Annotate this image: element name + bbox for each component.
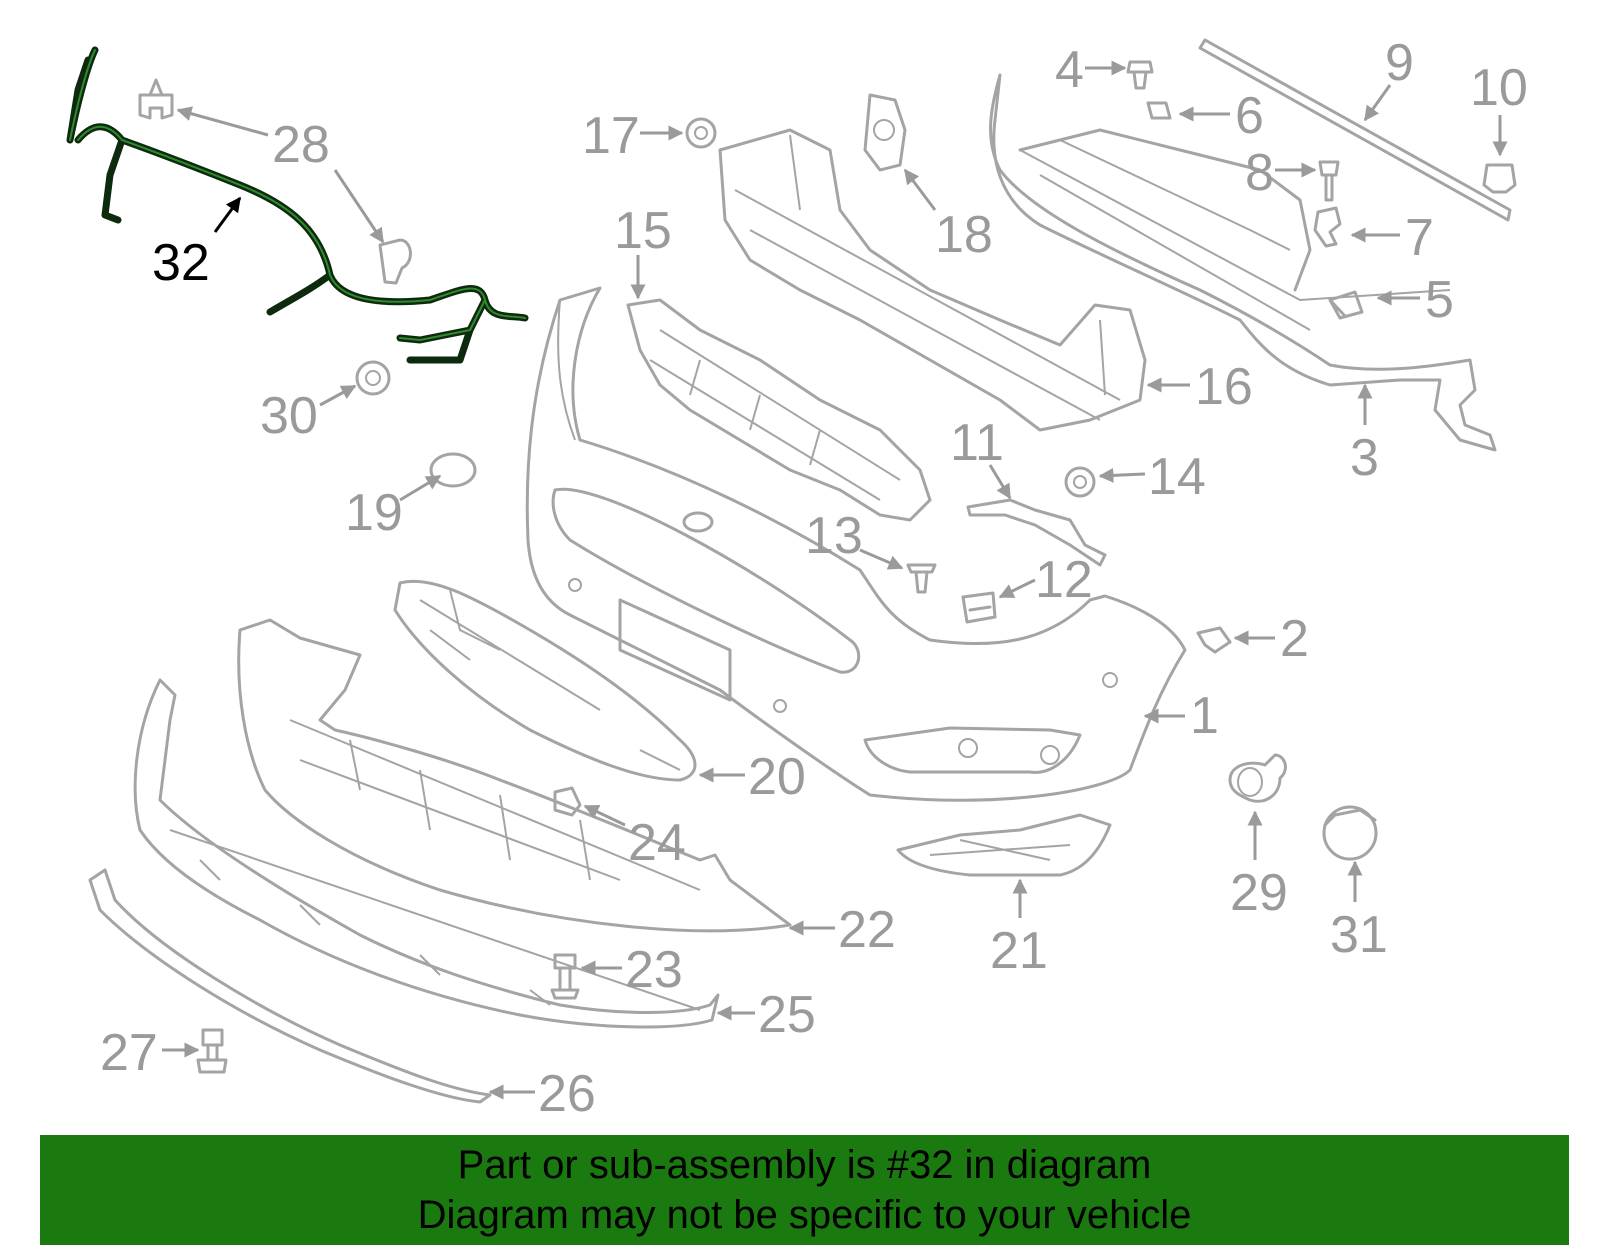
callout-30: 30: [260, 384, 357, 445]
bracket-part-11: [966, 498, 1107, 567]
callout-26: 26: [488, 1065, 596, 1123]
svg-text:16: 16: [1195, 358, 1253, 416]
callout-25: 25: [716, 986, 816, 1044]
callout-8: 8: [1245, 144, 1317, 202]
callout-16: 16: [1146, 358, 1253, 416]
strip-part-26: [88, 868, 492, 1104]
callout-10: 10: [1470, 59, 1528, 157]
clip-part-14: [1064, 466, 1096, 498]
svg-text:10: 10: [1470, 59, 1528, 117]
bolt-part-8: [1318, 160, 1340, 202]
callout-3: 3: [1350, 383, 1379, 487]
bumper-stop-part-10: [1482, 163, 1517, 194]
callout-14: 14: [1098, 448, 1206, 506]
pin-part-13: [906, 563, 937, 594]
svg-text:27: 27: [100, 1024, 158, 1082]
callout-7: 7: [1350, 209, 1434, 267]
svg-text:31: 31: [1330, 906, 1388, 964]
bolt-part-27: [196, 1028, 228, 1074]
svg-text:29: 29: [1230, 864, 1288, 922]
bolt-part-23: [550, 953, 580, 1000]
callout-2: 2: [1233, 610, 1309, 668]
svg-text:8: 8: [1245, 144, 1274, 202]
svg-text:21: 21: [990, 922, 1048, 980]
ring-part-19: [429, 452, 477, 488]
sensor-cap-part-31: [1322, 805, 1378, 861]
svg-text:14: 14: [1148, 448, 1206, 506]
callout-12: 12: [998, 551, 1093, 609]
svg-text:9: 9: [1385, 34, 1414, 92]
svg-text:20: 20: [748, 748, 806, 806]
callout-11: 11: [950, 414, 1012, 500]
svg-text:23: 23: [625, 941, 683, 999]
callout-19: 19: [345, 474, 442, 542]
callout-32: 32: [152, 196, 242, 292]
svg-text:17: 17: [582, 107, 640, 165]
svg-text:30: 30: [260, 387, 318, 445]
callout-29: 29: [1230, 810, 1288, 922]
callout-15: 15: [614, 202, 672, 300]
banner-disclaimer: Diagram may not be specific to your vehi…: [417, 1193, 1192, 1237]
svg-text:5: 5: [1425, 271, 1454, 329]
callout-22: 22: [788, 901, 896, 959]
clip-part-28: [138, 78, 174, 120]
svg-text:32: 32: [152, 234, 210, 292]
svg-text:7: 7: [1405, 209, 1434, 267]
svg-text:22: 22: [838, 901, 896, 959]
wiring-harness-part-32[interactable]: [66, 46, 529, 364]
callout-1: 1: [1143, 687, 1219, 745]
callout-21: 21: [990, 878, 1048, 980]
svg-text:26: 26: [538, 1065, 596, 1123]
fog-lamp-bezel-part-21: [896, 813, 1112, 877]
callout-17: 17: [582, 107, 684, 165]
lower-valance-part-25: [133, 678, 720, 1029]
callout-4: 4: [1055, 41, 1127, 99]
svg-text:15: 15: [614, 202, 672, 260]
callout-20: 20: [698, 748, 806, 806]
energy-absorber-part-15: [626, 298, 932, 522]
callout-18: 18: [903, 168, 993, 264]
clip-part-12: [961, 591, 997, 624]
bumper-reinforcement-part-16: [718, 128, 1147, 432]
callout-28: 28: [176, 106, 385, 244]
clip-part-2: [1196, 626, 1232, 654]
svg-text:28: 28: [272, 116, 330, 174]
svg-text:2: 2: [1280, 610, 1309, 668]
bracket-clip-part-7: [1313, 206, 1342, 248]
info-banner: Part or sub-assembly is #32 in diagram D…: [40, 1135, 1569, 1245]
svg-text:18: 18: [935, 206, 993, 264]
callout-24: 24: [583, 804, 686, 872]
callout-9: 9: [1363, 34, 1414, 122]
push-pin-part-4: [1126, 60, 1154, 90]
bracket-part-18: [863, 93, 907, 172]
svg-text:25: 25: [758, 986, 816, 1044]
svg-text:6: 6: [1235, 87, 1264, 145]
callout-31: 31: [1330, 860, 1388, 964]
connector-part: [378, 238, 412, 285]
seal-strip-part-9: [1198, 38, 1512, 222]
svg-text:4: 4: [1055, 41, 1084, 99]
callout-6: 6: [1178, 87, 1264, 145]
svg-text:12: 12: [1035, 551, 1093, 609]
parts-diagram: 1 2 3 4 5 6 7 8 9 10 11 12: [66, 34, 1528, 1123]
nut-part-17: [685, 117, 717, 149]
sensor-part-29: [1228, 753, 1287, 803]
callout-27: 27: [100, 1024, 200, 1082]
svg-text:13: 13: [805, 507, 863, 565]
svg-text:11: 11: [950, 414, 1004, 472]
svg-text:3: 3: [1350, 429, 1379, 487]
banner-part-note: Part or sub-assembly is #32 in diagram: [457, 1143, 1152, 1187]
svg-text:19: 19: [345, 484, 403, 542]
nut-clip-part-6: [1146, 101, 1172, 120]
deflector-part-3: [989, 73, 1497, 452]
callout-23: 23: [580, 941, 683, 999]
lower-shield-part-22: [237, 618, 792, 933]
callout-5: 5: [1376, 271, 1454, 329]
grommet-part-30: [355, 360, 391, 396]
bolt-part-5: [1328, 290, 1364, 320]
grille-part-20: [393, 579, 697, 782]
svg-text:1: 1: [1190, 687, 1219, 745]
callout-13: 13: [805, 507, 904, 570]
svg-text:24: 24: [628, 814, 686, 872]
